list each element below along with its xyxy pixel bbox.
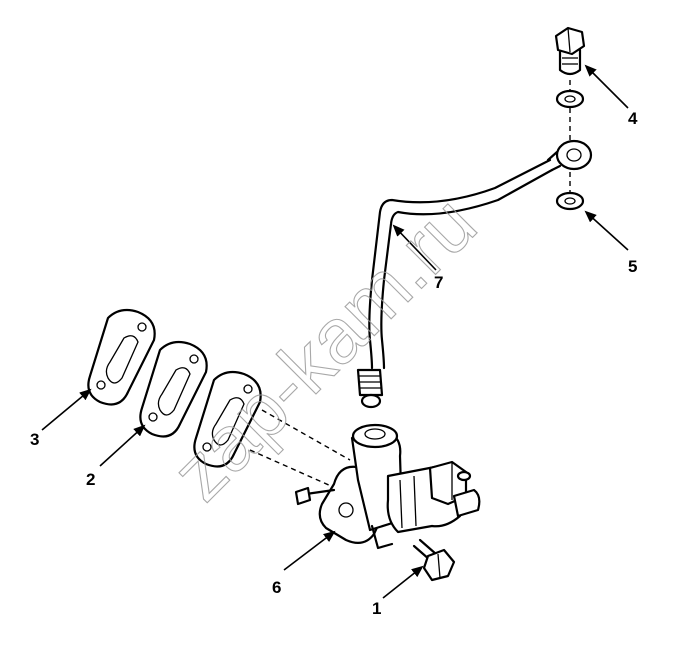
gasket-rear [193,370,262,468]
callout-4: 4 [628,109,638,128]
leader-arrow-3 [41,388,92,431]
banjo-eye-fitting [546,139,593,172]
leader-arrow-2 [99,424,146,467]
upper-sealing-washer [555,89,585,109]
mounting-bolt [412,538,456,582]
leader-arrow-6 [283,530,336,571]
callout-1: 1 [372,599,381,618]
callout-7: 7 [434,273,443,292]
fuel-line-tube [368,158,554,370]
callout-5: 5 [628,257,637,276]
banjo-bolt [554,26,586,76]
lower-sealing-washer [555,191,585,211]
leader-arrow-4 [584,64,629,109]
callout-2: 2 [86,470,95,489]
leader-arrow-1 [382,565,424,599]
tube-nut-fitting [356,368,384,409]
callout-3: 3 [30,430,39,449]
fuel-pump-body [294,423,481,550]
gasket-front [87,308,156,406]
callout-6: 6 [272,578,281,597]
leader-arrow-7 [392,224,437,271]
leader-arrow-5 [584,210,629,251]
